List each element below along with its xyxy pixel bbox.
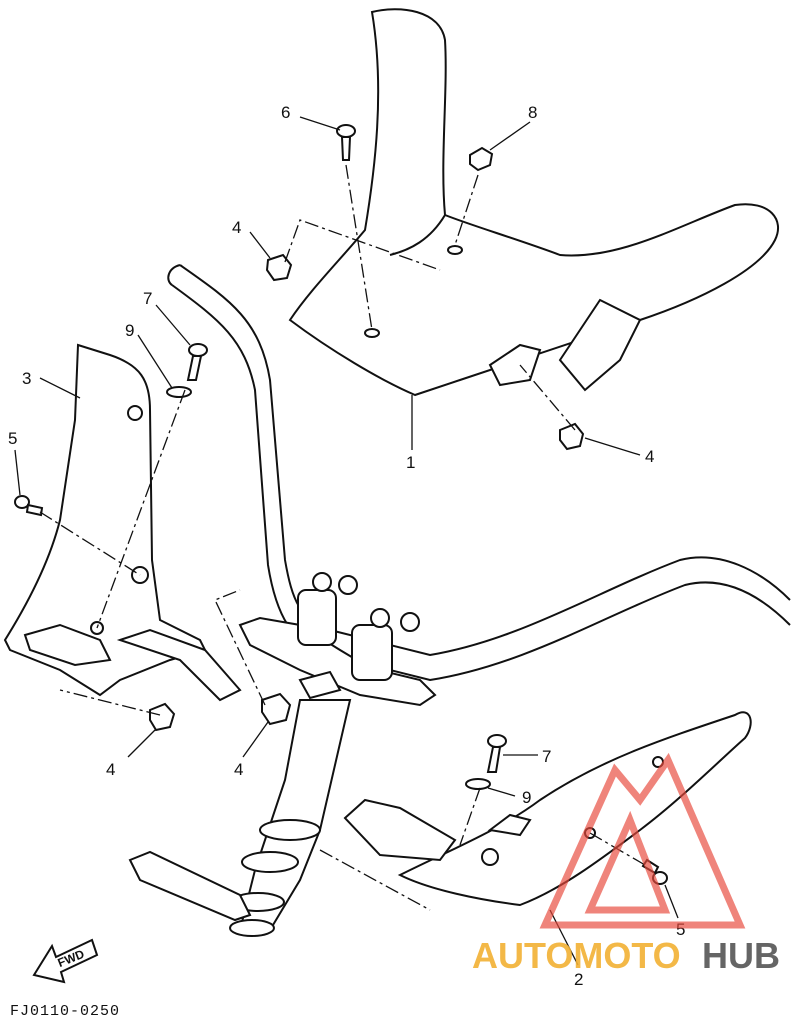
watermark-text-automoto: AUTOMOTO (472, 935, 681, 976)
bolt-part-7-left (166, 343, 208, 398)
front-cover-part-1 (288, 8, 780, 397)
assembly-lines (39, 164, 646, 911)
bolt-part-7-right (465, 734, 507, 790)
callout-4-lower-center: 4 (234, 760, 243, 779)
watermark-triangle-icon (539, 752, 746, 929)
callout-5-left: 5 (8, 429, 17, 448)
handlebar-clamps (238, 572, 437, 707)
callout-7-left: 7 (143, 289, 152, 308)
callout-9-right: 9 (522, 788, 531, 807)
callout-8: 8 (528, 103, 537, 122)
left-panel-part-3 (3, 343, 242, 702)
callout-6: 6 (281, 103, 290, 122)
steering-stem (128, 699, 352, 937)
watermark-text-hub: HUB (702, 935, 780, 976)
right-panel-part-2 (343, 711, 752, 907)
callout-3: 3 (22, 369, 31, 388)
callout-4-upper: 4 (232, 218, 241, 237)
screw-part-5-left (14, 495, 44, 517)
grommet-part-4-lower-center (261, 692, 292, 726)
nut-part-8 (469, 146, 494, 172)
callout-5-right: 5 (676, 920, 685, 939)
bolt-part-6 (336, 124, 356, 161)
callout-7-right: 7 (542, 747, 551, 766)
drawing-code: FJ0110-0250 (10, 1003, 120, 1020)
callout-4-lower-left: 4 (106, 760, 115, 779)
grommet-part-4-right (559, 422, 585, 451)
handlebar (167, 264, 791, 682)
fwd-arrow-icon: FWD (32, 938, 99, 984)
callouts: 6 8 4 7 9 3 5 1 4 4 4 7 9 5 2 (8, 103, 685, 989)
grommet-part-4-upper (265, 253, 293, 282)
watermark-logo: AUTOMOTO HUB (472, 752, 780, 976)
callout-2: 2 (574, 970, 583, 989)
callout-4-right: 4 (645, 447, 654, 466)
grommet-part-4-lower-left (149, 702, 176, 732)
callout-9-left: 9 (125, 321, 134, 340)
callout-1: 1 (406, 453, 415, 472)
